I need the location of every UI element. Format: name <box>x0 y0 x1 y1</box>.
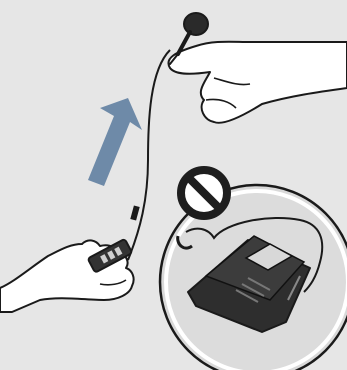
prohibition-icon <box>181 170 227 216</box>
